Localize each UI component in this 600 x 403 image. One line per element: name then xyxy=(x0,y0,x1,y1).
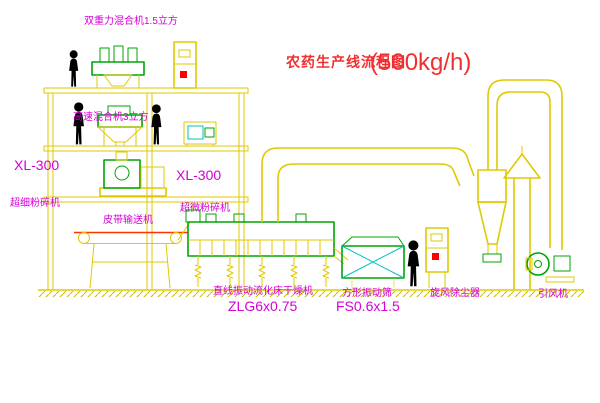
high-speed-mixer xyxy=(97,105,143,147)
label-top-mixer: 双重力混合机1.5立方 xyxy=(84,14,178,27)
cyclone-separator xyxy=(477,79,563,263)
label-sieve-name: 方形振动筛 xyxy=(342,286,392,299)
exhaust-stack xyxy=(503,146,541,290)
label-high-speed-mixer: 高速混合机3立方 xyxy=(73,110,149,123)
double-gravity-mixer xyxy=(91,45,145,88)
ground-hatch xyxy=(38,291,584,297)
belt-conveyor xyxy=(74,221,191,289)
worker-figure xyxy=(69,50,79,87)
induced-draft-fan xyxy=(525,252,575,283)
diagram-title: 农药生产线流程图 xyxy=(285,54,406,70)
cabinet-indicator xyxy=(432,253,439,260)
worker-figure xyxy=(73,102,84,145)
worker-figure xyxy=(151,104,162,145)
control-cabinet-lower xyxy=(425,227,449,288)
label-mill-mid-model: XL-300 xyxy=(176,167,221,183)
control-cabinet-upper xyxy=(173,41,197,89)
diagram-capacity: (500kg/h) xyxy=(370,49,471,76)
label-belt-conveyor: 皮带输送机 xyxy=(103,213,153,226)
label-cyclone: 旋风除尘器 xyxy=(430,286,480,299)
square-vibrating-sieve xyxy=(341,236,405,290)
label-dryer-model: ZLG6x0.75 xyxy=(228,298,297,314)
auxiliary-machine xyxy=(183,121,217,146)
fluidized-bed-dryer xyxy=(185,203,349,288)
dryer-exhaust-duct xyxy=(261,147,475,222)
label-mill-left-name: 超细粉碎机 xyxy=(10,196,60,209)
label-dryer-name: 直线振动流化床干燥机 xyxy=(213,284,313,297)
label-mill-left-model: XL-300 xyxy=(14,157,59,173)
label-sieve-model: FS0.6x1.5 xyxy=(336,298,400,314)
ground-line xyxy=(38,289,584,297)
label-fan: 引风机 xyxy=(538,287,568,300)
cabinet-indicator xyxy=(180,71,187,78)
label-mill-mid-name: 超微粉碎机 xyxy=(180,201,230,214)
worker-figure xyxy=(407,240,420,287)
fine-pulverizer xyxy=(99,151,167,197)
